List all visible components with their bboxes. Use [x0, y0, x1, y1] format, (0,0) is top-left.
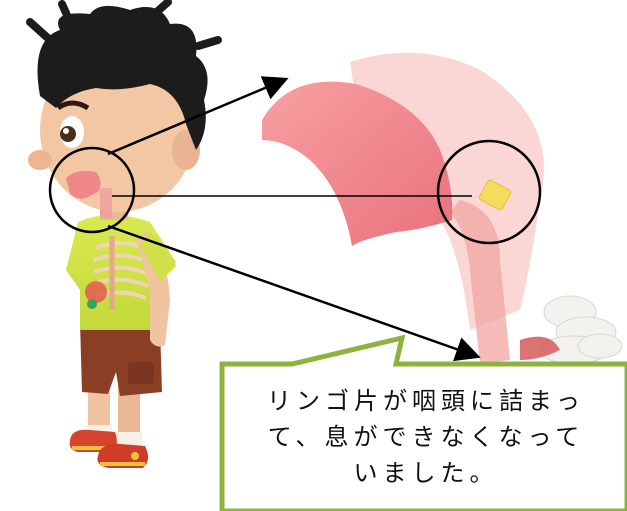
boy-hair [37, 5, 208, 151]
boy-nose [28, 150, 52, 170]
boy-right-leg [118, 385, 140, 445]
vertebrae [539, 295, 623, 365]
boy-character [26, 0, 222, 468]
zoom-arrow-bottom [107, 224, 481, 362]
tongue [262, 81, 453, 246]
callout-box [219, 334, 627, 511]
pharynx-cross-section [262, 52, 623, 365]
throat-highlight-circle [436, 139, 542, 245]
pharynx-tube [450, 200, 510, 364]
boy-right-shoe [97, 443, 149, 468]
zoom-arrow-top [107, 76, 289, 156]
mouth-highlight-circle [48, 146, 136, 234]
boy-shorts [80, 322, 162, 396]
throat-overlay-small [66, 170, 101, 199]
apple-piece [478, 179, 512, 211]
callout-text: リンゴ片が咽頭に詰まっ て、息ができなくなって いました。 [266, 387, 586, 487]
